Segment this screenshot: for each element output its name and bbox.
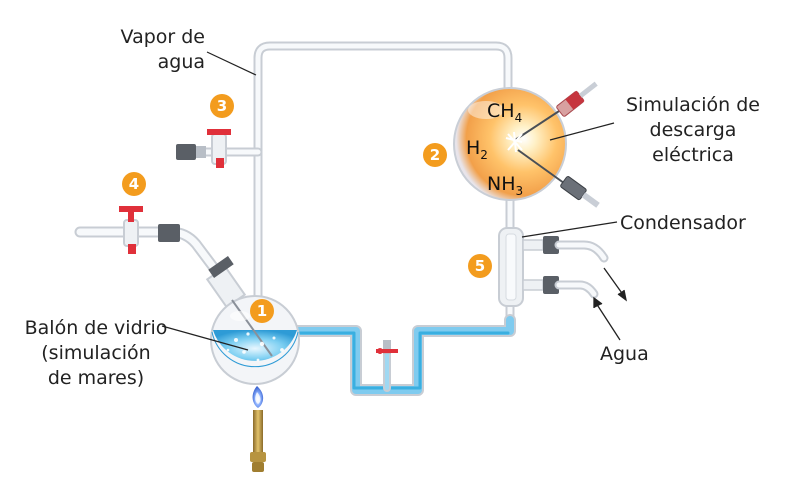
water-flow-arrows [593,267,627,341]
svg-text:4: 4 [129,175,139,193]
arrow-out-icon [603,267,625,297]
stopcock-handle-icon [119,206,143,212]
bottom-electrode-icon [560,176,600,208]
condenser [498,227,609,307]
svg-text:5: 5 [475,257,485,275]
stopcock-4 [119,206,180,254]
spark-chamber [453,81,600,208]
svg-text:1: 1 [257,302,267,320]
labels: Vapor de agua Simulación de descarga elé… [25,26,760,389]
u-tube-stopcock [376,340,398,354]
gas-formulas: CH4 H2 NH3 [466,100,523,198]
label-condensador: Condensador [620,212,746,234]
arrow-in-icon [595,302,621,341]
label-descarga-3: eléctrica [652,144,734,166]
label-balon-2: (simulación [41,342,150,364]
badge-1: 1 [250,299,274,323]
badge-4: 4 [122,172,146,196]
svg-text:2: 2 [430,146,440,164]
badge-3: 3 [210,94,234,118]
label-vapor-1: Vapor de [121,26,205,48]
label-descarga-2: descarga [650,119,737,141]
gas-ammonia: NH3 [487,173,523,198]
water-return-tube [284,314,516,396]
callout-lines [161,51,618,351]
svg-text:3: 3 [217,97,227,115]
bunsen-burner [250,386,266,472]
label-balon-3: de mares) [48,367,144,389]
label-vapor-2: agua [158,51,205,73]
badge-2: 2 [423,143,447,167]
top-electrode-icon [556,81,598,117]
label-balon-1: Balón de vidrio [25,317,168,339]
glass-tubing [74,41,515,331]
badge-5: 5 [468,254,492,278]
number-badges: 1 2 3 4 5 [122,94,492,323]
gas-methane: CH4 [487,100,522,125]
gas-hydrogen: H2 [466,137,488,162]
stopcock-3 [176,129,231,168]
label-descarga-1: Simulación de [626,94,760,116]
stopcock-handle-icon [207,129,231,135]
label-agua: Agua [600,343,649,365]
flask [205,256,300,385]
